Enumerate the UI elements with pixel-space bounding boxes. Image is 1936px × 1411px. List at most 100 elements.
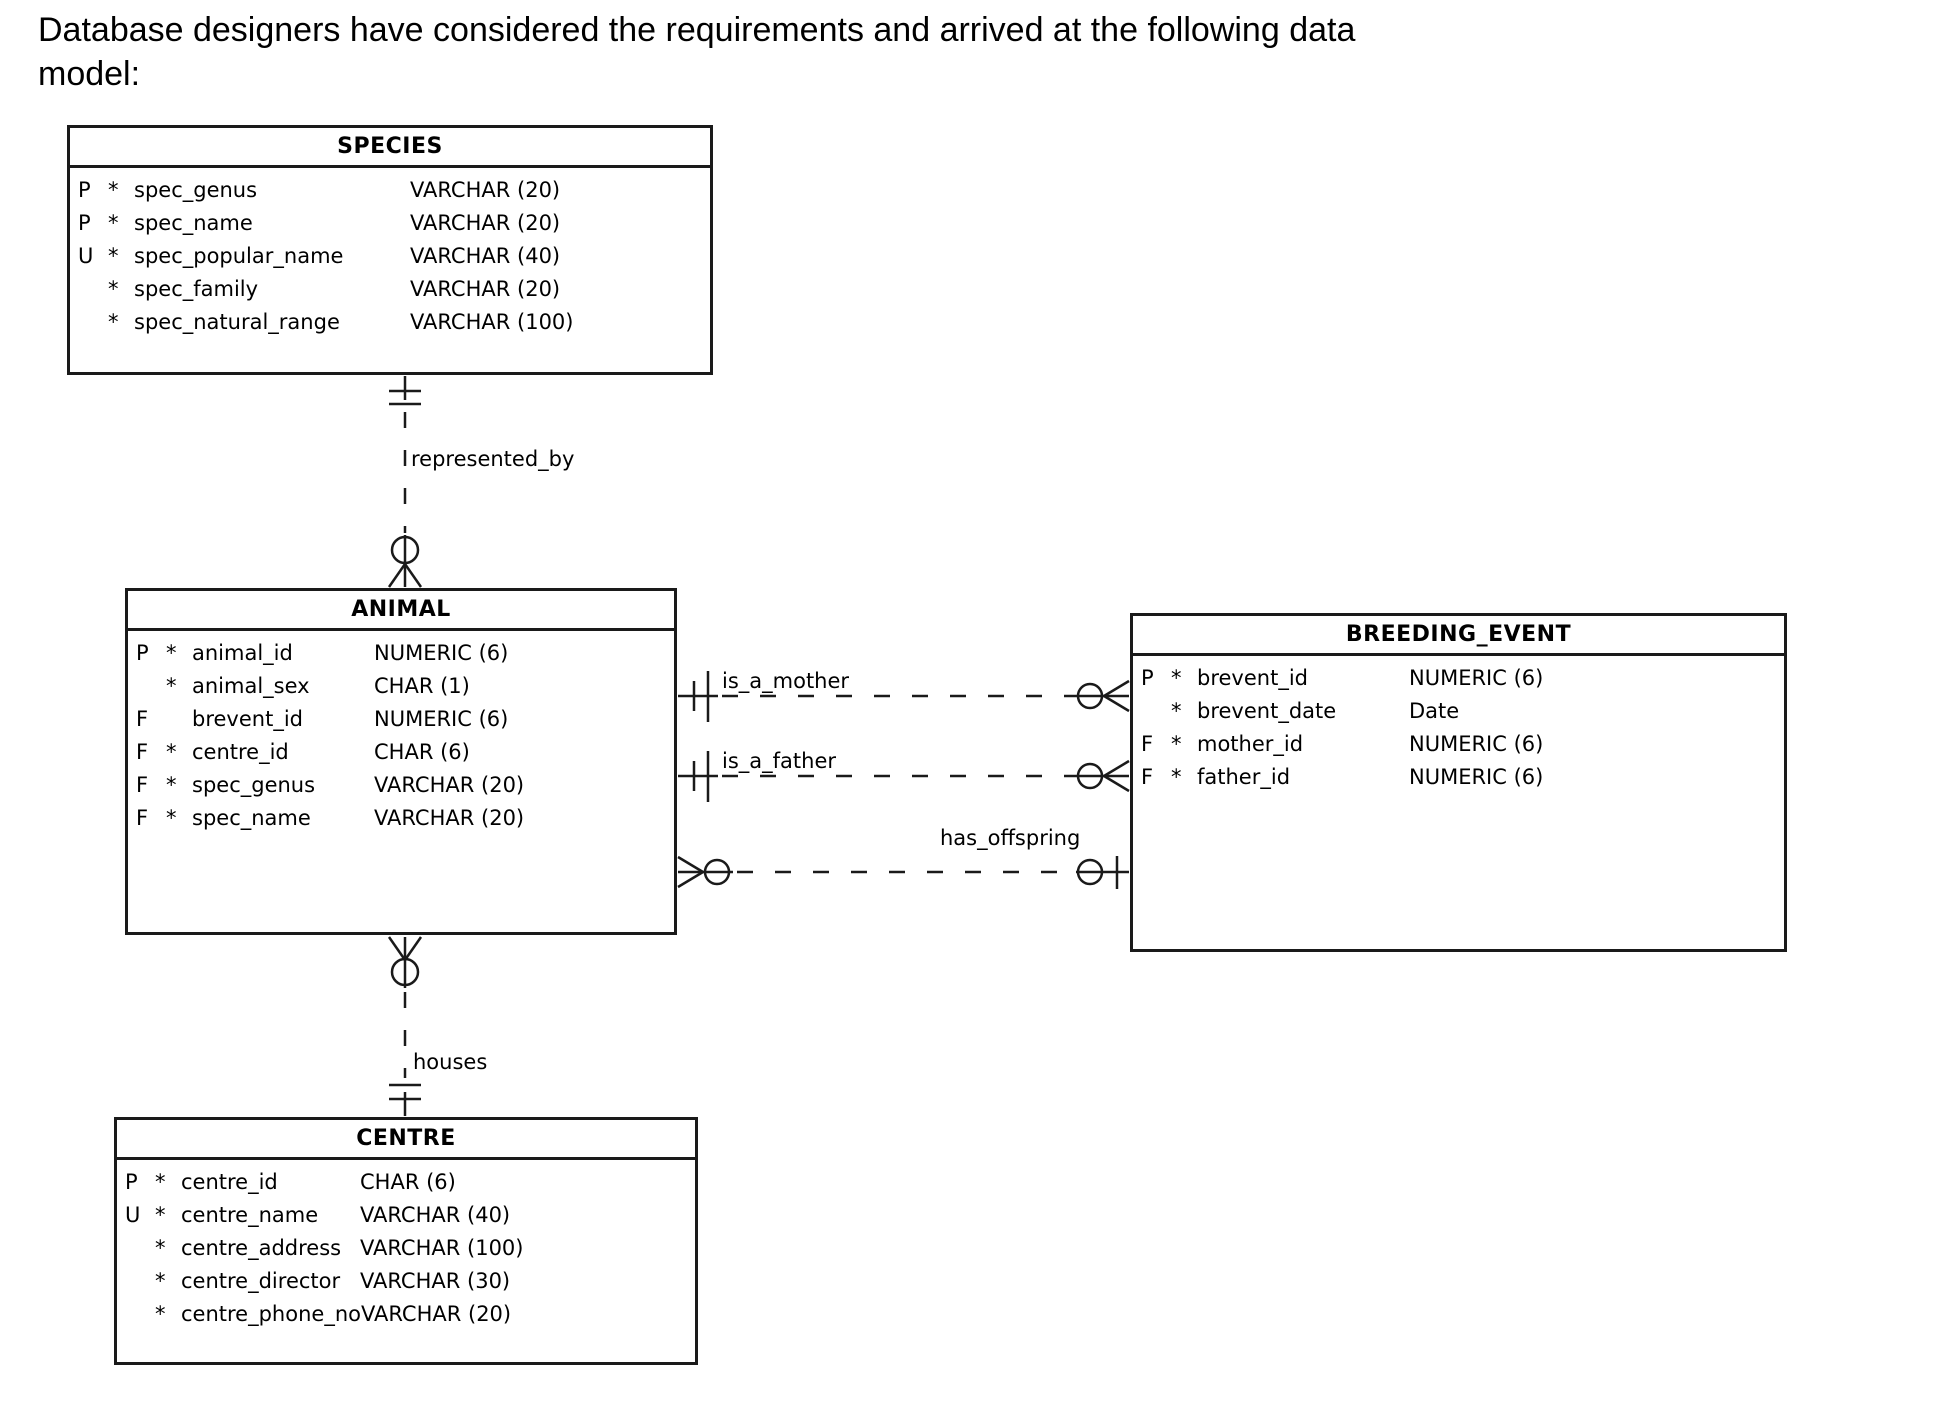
entity-species-attributes: P * spec_genus VARCHAR (20) P * spec_nam… — [70, 168, 710, 338]
one-bar-symbol — [389, 1083, 421, 1116]
key-flag: F — [1141, 731, 1154, 756]
attribute-name: spec_genus — [192, 772, 316, 797]
attribute-row: * centre_director VARCHAR (30) — [117, 1264, 695, 1297]
attribute-row: P * centre_id CHAR (6) — [117, 1165, 695, 1198]
entity-species: SPECIES P * spec_genus VARCHAR (20) P * … — [67, 125, 713, 375]
key-flag: F — [136, 772, 149, 797]
required-mark: * — [108, 177, 119, 202]
required-mark: * — [166, 739, 177, 764]
relationship-is-a-mother — [678, 671, 1130, 722]
required-mark: * — [166, 640, 177, 665]
attribute-type: VARCHAR (40) — [410, 243, 561, 268]
required-mark: * — [108, 243, 119, 268]
attribute-type: VARCHAR (20) — [374, 805, 525, 830]
attribute-row: F * father_id NUMERIC (6) — [1133, 760, 1784, 793]
attribute-name: spec_name — [192, 805, 311, 830]
entity-breeding-event: BREEDING_EVENT P * brevent_id NUMERIC (6… — [1130, 613, 1787, 952]
attribute-type: VARCHAR (20) — [410, 276, 561, 301]
relationship-houses — [387, 936, 423, 1116]
attribute-row: * spec_family VARCHAR (20) — [70, 272, 710, 305]
attribute-type: VARCHAR (20) — [410, 177, 561, 202]
relationship-label-is-a-father: is_a_father — [722, 749, 837, 773]
relationship-label-is-a-mother: is_a_mother — [722, 669, 850, 693]
attribute-row: * centre_address VARCHAR (100) — [117, 1231, 695, 1264]
attribute-row: F * mother_id NUMERIC (6) — [1133, 727, 1784, 760]
entity-centre: CENTRE P * centre_id CHAR (6) U * centre… — [114, 1117, 698, 1365]
attribute-type: VARCHAR (40) — [360, 1202, 511, 1227]
attribute-type: VARCHAR (20) — [360, 1301, 512, 1326]
attribute-row: P * brevent_id NUMERIC (6) — [1133, 661, 1784, 694]
key-flag: P — [136, 640, 149, 665]
attribute-row: * centre_phone_no VARCHAR (20) — [117, 1297, 695, 1330]
one-bar-symbol — [678, 671, 718, 722]
attribute-name: animal_sex — [192, 673, 310, 698]
key-flag: P — [125, 1169, 138, 1194]
attribute-type: VARCHAR (20) — [410, 210, 561, 235]
attribute-name: spec_genus — [134, 177, 258, 202]
required-mark: * — [155, 1268, 166, 1293]
entity-breeding-event-title: BREEDING_EVENT — [1133, 616, 1784, 656]
relationship-label-has-offspring: has_offspring — [940, 826, 1081, 850]
crowfoot-icon — [1103, 679, 1130, 713]
attribute-row: P * animal_id NUMERIC (6) — [128, 636, 674, 669]
attribute-row: F * centre_id CHAR (6) — [128, 735, 674, 768]
key-flag: F — [136, 805, 149, 830]
attribute-type: NUMERIC (6) — [374, 640, 509, 665]
relationship-represented-by — [387, 376, 423, 588]
attribute-name: mother_id — [1197, 731, 1304, 756]
attribute-type: CHAR (1) — [374, 673, 470, 698]
required-mark: * — [108, 309, 119, 334]
attribute-type: CHAR (6) — [374, 739, 470, 764]
attribute-row: U * centre_name VARCHAR (40) — [117, 1198, 695, 1231]
optional-circle-icon — [1076, 762, 1104, 790]
required-mark: * — [155, 1301, 166, 1326]
attribute-name: brevent_id — [1197, 665, 1308, 690]
attribute-name: father_id — [1197, 764, 1291, 789]
optional-circle-icon — [1076, 858, 1104, 886]
relationship-label-represented-by: represented_by — [411, 447, 575, 471]
entity-animal-title: ANIMAL — [128, 591, 674, 631]
crowfoot-icon — [677, 855, 704, 889]
optional-circle-icon — [703, 858, 731, 886]
key-flag: F — [1141, 764, 1154, 789]
attribute-row: F * spec_genus VARCHAR (20) — [128, 768, 674, 801]
one-bar-symbol — [389, 376, 421, 406]
attribute-name: spec_name — [134, 210, 253, 235]
entity-centre-title: CENTRE — [117, 1120, 695, 1160]
page-title-line2: model: — [38, 55, 141, 93]
attribute-type: NUMERIC (6) — [1409, 665, 1544, 690]
one-bar-symbol — [678, 751, 718, 802]
key-flag: P — [1141, 665, 1154, 690]
key-flag: U — [125, 1202, 141, 1227]
attribute-row: * spec_natural_range VARCHAR (100) — [70, 305, 710, 338]
entity-centre-attributes: P * centre_id CHAR (6) U * centre_name V… — [117, 1160, 695, 1330]
attribute-name: animal_id — [192, 640, 293, 665]
entity-animal: ANIMAL P * animal_id NUMERIC (6) * anima… — [125, 588, 677, 935]
optional-circle-icon — [390, 957, 420, 987]
attribute-row: U * spec_popular_name VARCHAR (40) — [70, 239, 710, 272]
attribute-name: centre_phone_no — [181, 1301, 361, 1326]
attribute-type: NUMERIC (6) — [1409, 764, 1544, 789]
required-mark: * — [155, 1235, 166, 1260]
attribute-name: brevent_id — [192, 706, 303, 731]
attribute-row: * animal_sex CHAR (1) — [128, 669, 674, 702]
attribute-type: CHAR (6) — [360, 1169, 456, 1194]
key-flag: P — [78, 177, 91, 202]
attribute-type: Date — [1409, 698, 1460, 723]
attribute-type: VARCHAR (30) — [360, 1268, 511, 1293]
required-mark: * — [166, 673, 177, 698]
key-flag: F — [136, 706, 149, 731]
required-mark: * — [1171, 698, 1182, 723]
attribute-name: spec_family — [134, 276, 259, 301]
required-mark: * — [1171, 764, 1182, 789]
required-mark: * — [1171, 731, 1182, 756]
crowfoot-icon — [387, 936, 423, 961]
attribute-row: P * spec_name VARCHAR (20) — [70, 206, 710, 239]
attribute-row: F * spec_name VARCHAR (20) — [128, 801, 674, 834]
crowfoot-icon — [1103, 759, 1130, 793]
optional-circle-icon — [390, 535, 420, 565]
key-flag: P — [78, 210, 91, 235]
attribute-row: * brevent_date Date — [1133, 694, 1784, 727]
page-title: Database designers have considered the r… — [38, 8, 1355, 96]
